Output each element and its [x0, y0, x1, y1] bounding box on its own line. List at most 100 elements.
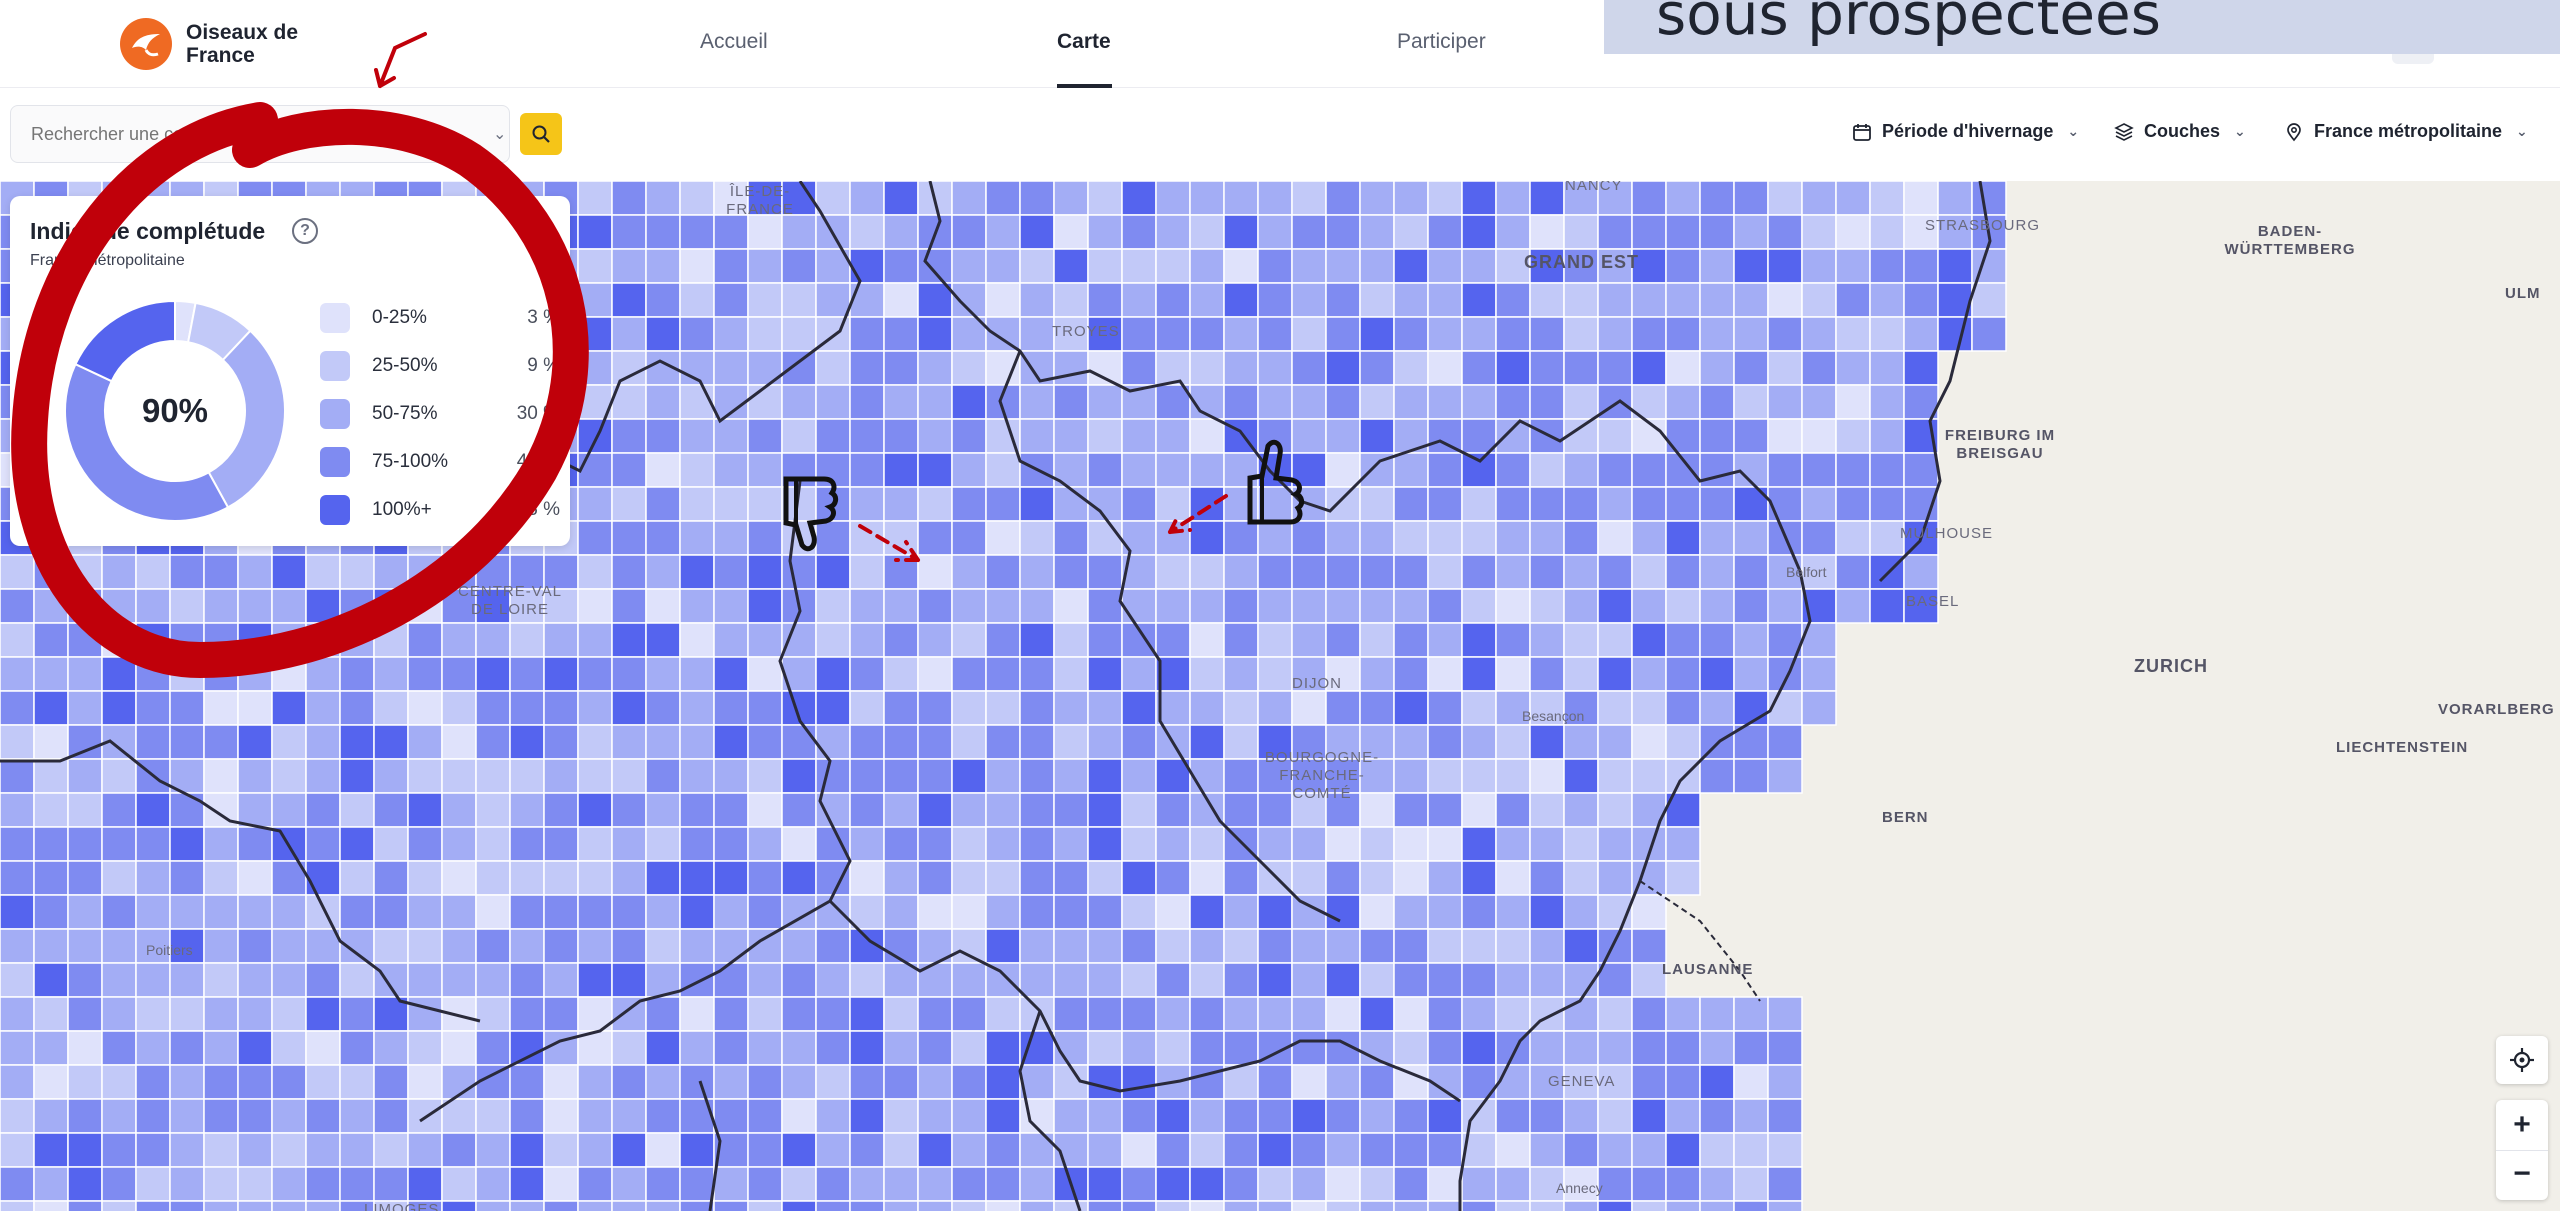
- grid-cell: [101, 826, 137, 862]
- map-label-poitiers: Poitiers: [146, 942, 193, 958]
- grid-cell: [1325, 486, 1361, 522]
- grid-cell: [237, 690, 273, 726]
- grid-cell: [747, 690, 783, 726]
- grid-cell: [305, 860, 341, 896]
- legend-row-label: 100%+: [372, 499, 432, 520]
- grid-cell: [1087, 622, 1123, 658]
- grid-cell: [645, 724, 681, 760]
- grid-cell: [339, 690, 375, 726]
- grid-cell: [679, 418, 715, 454]
- grid-cell: [1937, 248, 1973, 284]
- zoom-in-button[interactable]: +: [2513, 1108, 2531, 1141]
- grid-cell: [1699, 248, 1735, 284]
- grid-cell: [1155, 826, 1191, 862]
- grid-cell: [985, 826, 1021, 862]
- grid-cell: [1665, 860, 1701, 896]
- period-filter[interactable]: Période d'hivernage ⌄: [1852, 121, 2079, 142]
- grid-cell: [679, 282, 715, 318]
- grid-cell: [1563, 214, 1599, 250]
- grid-cell: [1019, 758, 1055, 794]
- grid-cell: [1903, 452, 1939, 488]
- legend-row-pct: 18 %: [516, 499, 560, 520]
- grid-cell: [1257, 282, 1293, 318]
- nav-accueil[interactable]: Accueil: [700, 30, 768, 53]
- grid-cell: [951, 588, 987, 624]
- grid-cell: [1087, 248, 1123, 284]
- grid-cell: [815, 860, 851, 896]
- legend-row-label: 50-75%: [372, 403, 438, 424]
- grid-cell: [1835, 248, 1871, 284]
- nav-carte[interactable]: Carte: [1057, 30, 1111, 53]
- legend-swatch: [320, 495, 350, 525]
- grid-cell: [1155, 554, 1191, 590]
- grid-cell: [1359, 554, 1395, 590]
- grid-cell: [1053, 316, 1089, 352]
- map-label-ulm: ULM: [2505, 285, 2541, 302]
- grid-cell: [1495, 248, 1531, 284]
- map-label-baden: BADEN-WÜRTTEMBERG: [2224, 223, 2356, 258]
- grid-cell: [1495, 656, 1531, 692]
- grid-cell: [1597, 248, 1633, 284]
- locate-me-button[interactable]: [2496, 1036, 2548, 1084]
- grid-cell: [1495, 486, 1531, 522]
- legend-row-pct: 3 %: [527, 307, 560, 328]
- grid-cell: [1291, 656, 1327, 692]
- grid-cell: [67, 758, 103, 794]
- grid-cell: [1427, 520, 1463, 556]
- search-input[interactable]: [31, 123, 471, 145]
- grid-cell: [509, 860, 545, 896]
- grid-cell: [1733, 690, 1769, 726]
- grid-cell: [475, 894, 511, 930]
- grid-cell: [1155, 316, 1191, 352]
- grid-cell: [1733, 181, 1769, 216]
- search-button[interactable]: [520, 113, 562, 155]
- grid-cell: [1393, 350, 1429, 386]
- grid-cell: [951, 520, 987, 556]
- grid-cell: [1393, 758, 1429, 794]
- site-logo[interactable]: Oiseaux de France: [120, 18, 316, 70]
- grid-cell: [1257, 656, 1293, 692]
- grid-cell: [1665, 350, 1701, 386]
- grid-cell: [509, 792, 545, 828]
- grid-cell: [1053, 758, 1089, 794]
- grid-cell: [1767, 588, 1803, 624]
- grid-cell: [917, 282, 953, 318]
- help-icon[interactable]: ?: [292, 218, 318, 244]
- grid-cell: [1223, 860, 1259, 896]
- zoom-out-button[interactable]: −: [2496, 1150, 2548, 1200]
- grid-cell: [645, 214, 681, 250]
- grid-cell: [1189, 554, 1225, 590]
- grid-cell: [815, 384, 851, 420]
- grid-cell: [849, 350, 885, 386]
- grid-cell: [203, 758, 239, 794]
- region-filter[interactable]: France métropolitaine ⌄: [2284, 121, 2528, 142]
- map-label-freiburg: FREIBURG IM BREISGAU: [1944, 427, 2056, 462]
- grid-cell: [1257, 214, 1293, 250]
- search-box[interactable]: ⌄: [10, 105, 510, 163]
- grid-cell: [747, 316, 783, 352]
- grid-cell: [1053, 894, 1089, 930]
- grid-cell: [1087, 792, 1123, 828]
- grid-cell: [747, 282, 783, 318]
- grid-cell: [1121, 860, 1157, 896]
- grid-cell: [849, 418, 885, 454]
- chevron-down-icon[interactable]: ⌄: [493, 126, 507, 143]
- grid-cell: [1019, 894, 1055, 930]
- grid-cell: [0, 928, 35, 964]
- grid-cell: [1903, 554, 1939, 590]
- grid-cell: [373, 928, 409, 964]
- layers-filter[interactable]: Couches ⌄: [2114, 121, 2246, 142]
- donut-slice: [64, 362, 230, 522]
- grid-cell: [917, 690, 953, 726]
- grid-cell: [611, 792, 647, 828]
- grid-cell: [305, 894, 341, 930]
- grid-cell: [1359, 758, 1395, 794]
- nav-participer[interactable]: Participer: [1397, 30, 1486, 53]
- grid-cell: [1087, 418, 1123, 454]
- grid-cell: [1665, 554, 1701, 590]
- grid-cell: [1801, 214, 1837, 250]
- grid-cell: [475, 860, 511, 896]
- grid-cell: [611, 554, 647, 590]
- grid-cell: [713, 860, 749, 896]
- grid-cell: [1835, 282, 1871, 318]
